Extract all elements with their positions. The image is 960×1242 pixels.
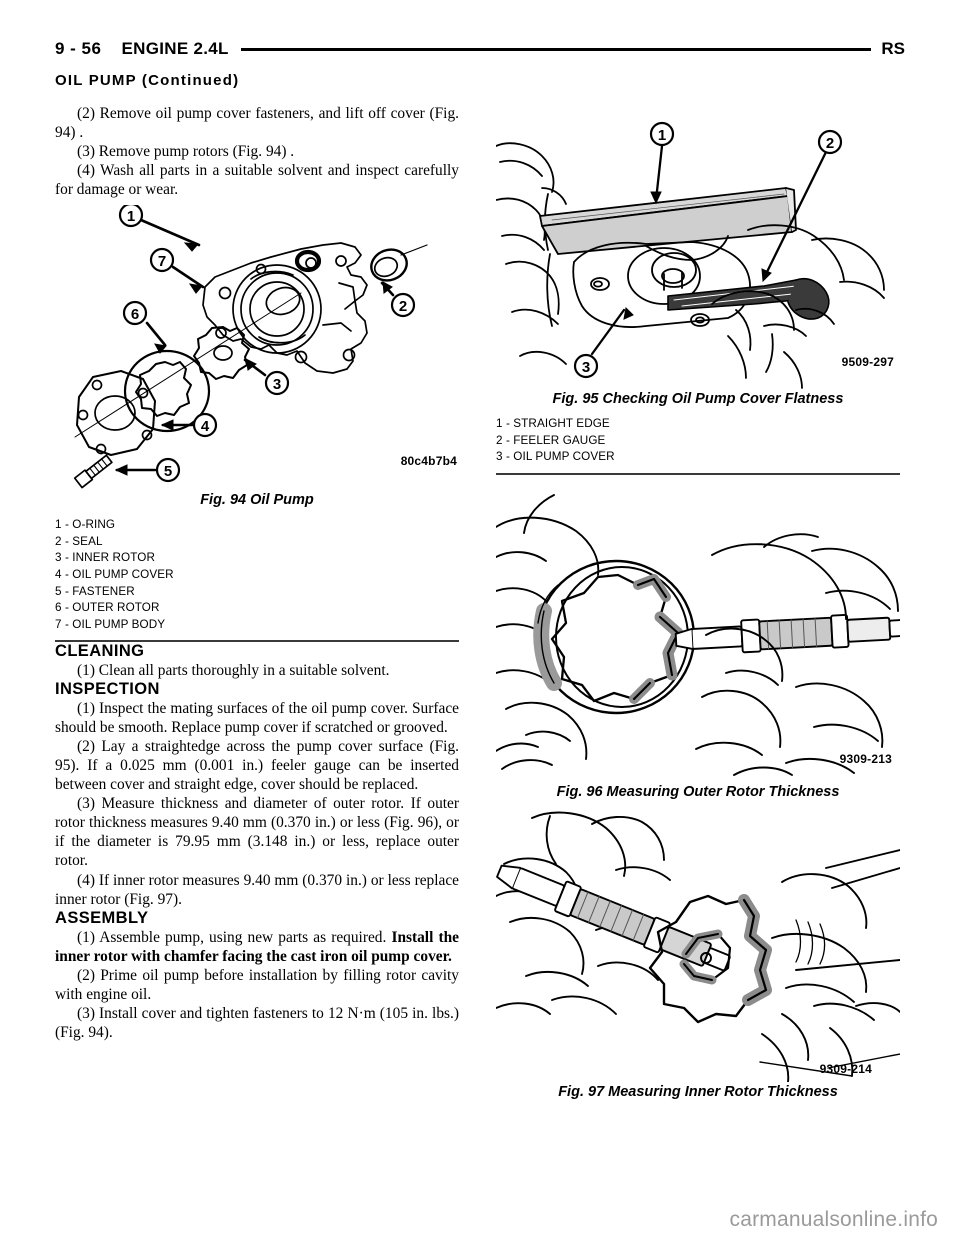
fig95-callout-1: 1 — [658, 127, 666, 144]
section-continued-label: OIL PUMP (Continued) — [55, 72, 240, 89]
removal-step-2: (2) Remove oil pump cover fasteners, and… — [55, 105, 459, 142]
figure-97-caption: Fig. 97 Measuring Inner Rotor Thickness — [558, 1083, 838, 1100]
figure-94-legend-item: 1 - O-RING — [55, 518, 116, 532]
assembly-step-3: (3) Install cover and tighten fasteners … — [55, 1004, 459, 1041]
figure-95-caption: Fig. 95 Checking Oil Pump Cover Flatness — [552, 391, 844, 407]
figure-94-legend-item: 6 - OUTER ROTOR — [55, 601, 160, 615]
assembly-step-2: (2) Prime oil pump before installation b… — [55, 966, 459, 1003]
figure-96: 9309-213 Fig. 96 Measuring Outer Rotor T… — [496, 486, 900, 800]
right-column: 1 2 3 9509-297 Fig. 95 Checking Oil Pump… — [496, 104, 900, 1100]
inspection-step-2: (2) Lay a straightedge across the pump c… — [55, 738, 459, 794]
left-column: (2) Remove oil pump cover fasteners, and… — [55, 104, 459, 1042]
figure-95-legend-item: 3 - OIL PUMP COVER — [496, 450, 615, 464]
fig95-callout-2: 2 — [826, 135, 834, 152]
fig94-callout-7: 7 — [158, 253, 166, 270]
figure-94-legend-item: 3 - INNER ROTOR — [55, 551, 155, 565]
figure-97: 9309-214 Fig. 97 Measuring Inner Rotor T… — [496, 809, 900, 1100]
inspection-step-4: (4) If inner rotor measures 9.40 mm (0.3… — [55, 871, 459, 908]
fig94-callout-1: 1 — [127, 208, 135, 225]
figure-97-artwork: 9309-214 — [496, 809, 900, 1082]
fig94-callout-2: 2 — [399, 298, 407, 315]
figure-94-legend-item: 5 - FASTENER — [55, 584, 135, 598]
header-rule — [240, 47, 872, 51]
page-number: 9 - 56 — [55, 39, 102, 58]
figure-95-legend: 1 - STRAIGHT EDGE 2 - FEELER GAUGE 3 - O… — [496, 416, 900, 466]
heading-inspection: INSPECTION — [55, 680, 160, 699]
assembly-step-1-plain: (1) Assemble pump, using new parts as re… — [77, 928, 392, 946]
assembly-step-1: (1) Assemble pump, using new parts as re… — [55, 928, 459, 966]
figure-95-divider — [496, 472, 900, 475]
page-header: 9 - 56 ENGINE 2.4L RS — [55, 36, 905, 62]
assembly-step-1-emphasis: Install the inner rotor with chamfer fac… — [55, 928, 459, 965]
header-model-code: RS — [881, 39, 905, 58]
figure-97-art-id: 9309-214 — [819, 1061, 872, 1076]
inspection-step-1: (1) Inspect the mating surfaces of the o… — [55, 700, 459, 737]
removal-step-3: (3) Remove pump rotors (Fig. 94) . — [77, 143, 295, 161]
figure-95-legend-item: 1 - STRAIGHT EDGE — [496, 417, 610, 430]
fig95-callout-3: 3 — [582, 359, 590, 376]
removal-step-4: (4) Wash all parts in a suitable solvent… — [55, 162, 459, 199]
figure-96-caption: Fig. 96 Measuring Outer Rotor Thickness — [556, 783, 840, 800]
figure-94-artwork: 1 2 3 4 5 6 7 80c4b7b4 — [55, 205, 459, 491]
heading-assembly: ASSEMBLY — [55, 908, 149, 927]
inspection-step-3: (3) Measure thickness and diameter of ou… — [55, 795, 459, 870]
figure-94-legend-item: 4 - OIL PUMP COVER — [55, 567, 174, 581]
fig94-callout-3: 3 — [273, 376, 281, 393]
header-section-title: ENGINE 2.4L — [121, 39, 229, 58]
cleaning-step-1: (1) Clean all parts thoroughly in a suit… — [77, 662, 390, 680]
fig94-callout-6: 6 — [131, 306, 139, 323]
figure-94-divider — [55, 640, 459, 643]
site-watermark: carmanualsonline.info — [729, 1208, 938, 1231]
figure-94-legend-item: 2 - SEAL — [55, 534, 103, 548]
figure-94-legend: 1 - O-RING 2 - SEAL 3 - INNER ROTOR 4 - … — [55, 517, 459, 633]
figure-94-caption: Fig. 94 Oil Pump — [200, 492, 314, 509]
fig94-callout-4: 4 — [201, 418, 210, 435]
figure-96-artwork: 9309-213 — [496, 486, 900, 782]
heading-cleaning: CLEANING — [55, 642, 145, 661]
fig94-callout-5: 5 — [164, 463, 172, 480]
figure-95: 1 2 3 9509-297 Fig. 95 Checking Oil Pump… — [496, 104, 900, 475]
figure-96-art-id: 9309-213 — [839, 751, 892, 766]
figure-95-artwork: 1 2 3 9509-297 — [496, 104, 900, 389]
figure-95-legend-item: 2 - FEELER GAUGE — [496, 433, 606, 447]
figure-94-art-id: 80c4b7b4 — [400, 454, 457, 469]
figure-95-art-id: 9509-297 — [841, 355, 894, 369]
figure-94: 1 2 3 4 5 6 7 80c4b7b4 — [55, 205, 459, 643]
figure-94-legend-item: 7 - OIL PUMP BODY — [55, 617, 166, 631]
